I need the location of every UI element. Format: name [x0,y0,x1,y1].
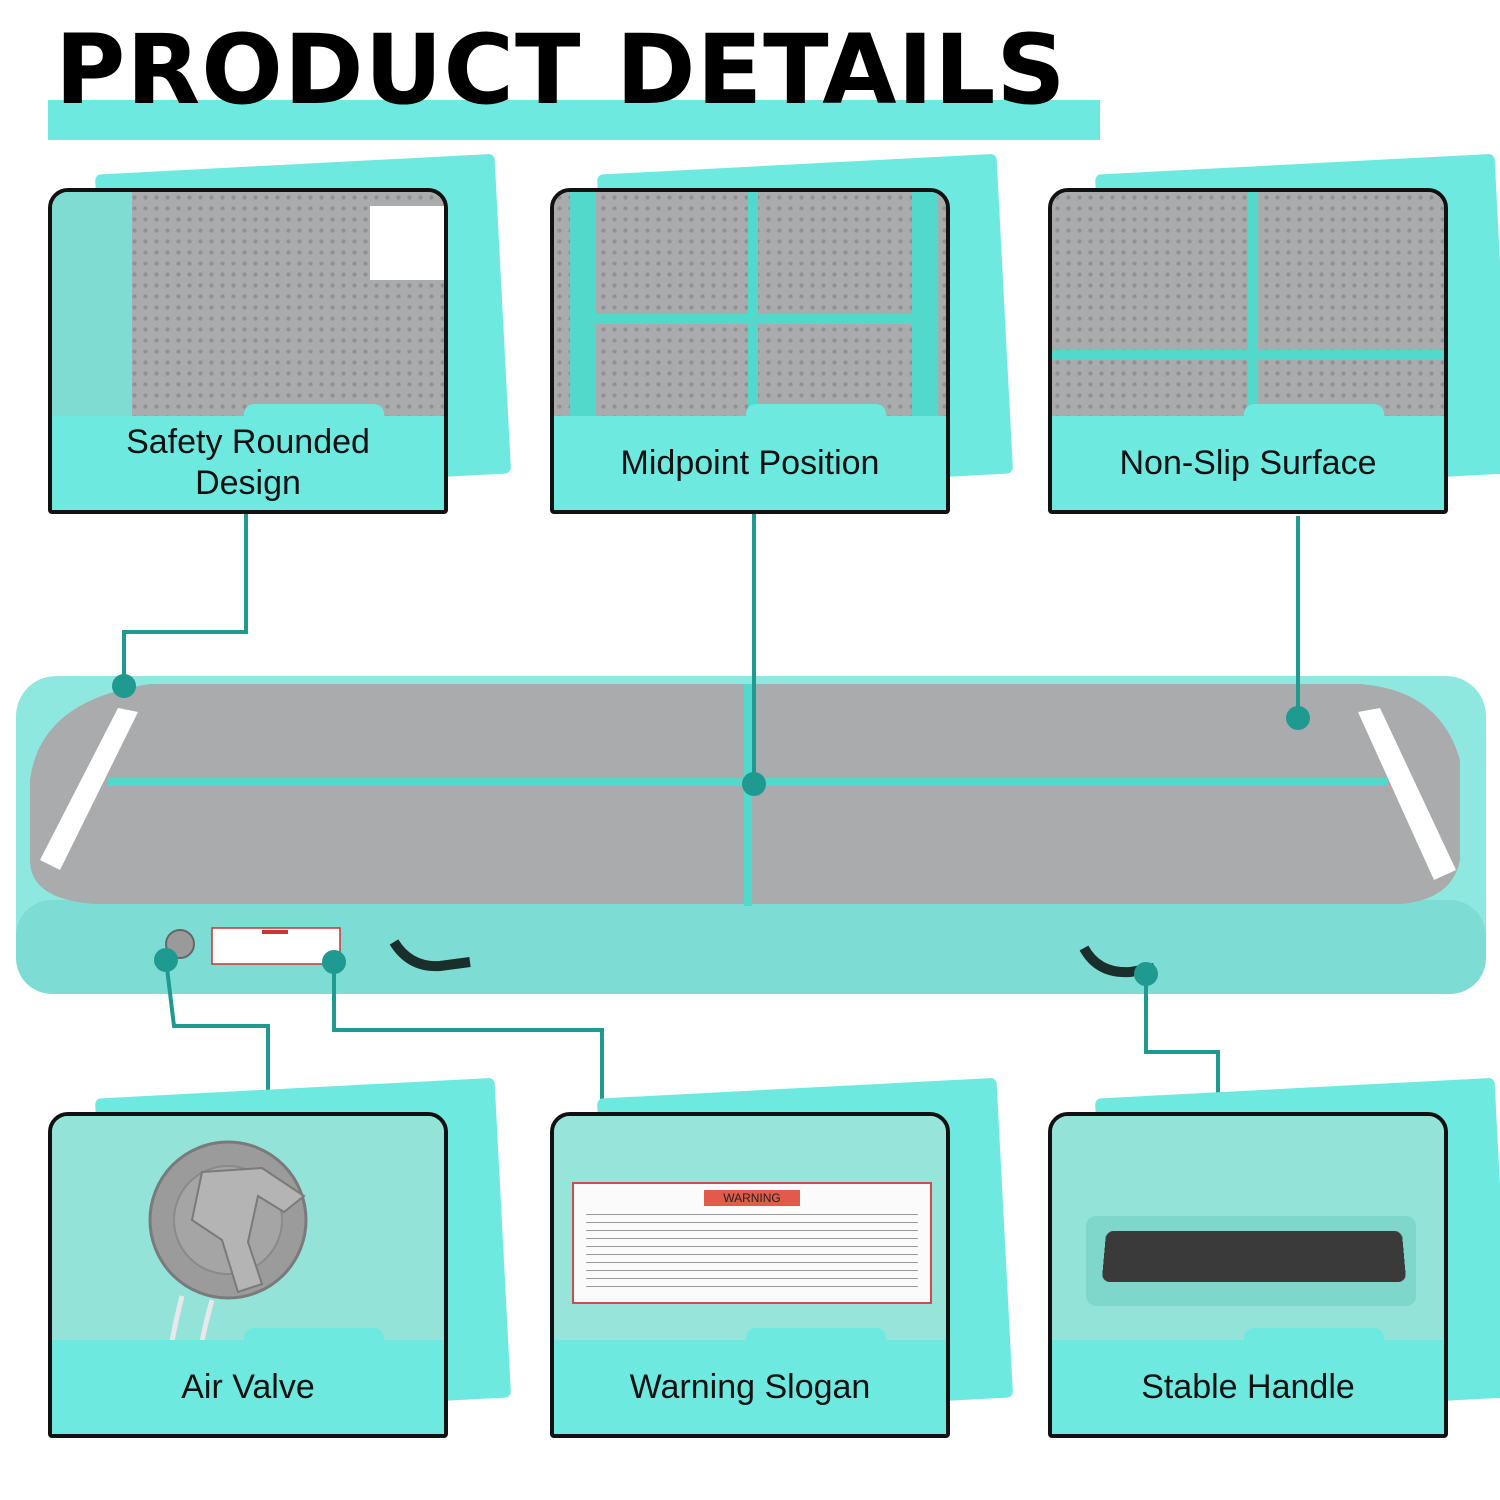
feature-label: Non-Slip Surface [1119,443,1377,482]
feature-card-valve: Air Valve [48,1077,512,1438]
warning-heading: WARNING [704,1190,800,1206]
connector-lines [122,514,1300,1114]
feature-label: Safety Rounded Design [126,423,370,502]
handle-left [389,939,471,972]
warning-sticker: WARNING [572,1182,932,1304]
connector-dots [112,674,1310,986]
handle-right [1079,945,1155,978]
feature-card-handle: Stable Handle [1048,1077,1500,1438]
end-pad-right [1358,708,1456,880]
air-valve-large-icon [148,1140,308,1356]
feature-label: Midpoint Position [620,443,880,482]
feature-label: Stable Handle [1141,1367,1355,1406]
feature-card-safety: Safety Rounded Design [48,153,512,514]
feature-card-nonslip: Non-Slip Surface [1048,153,1500,514]
feature-label: Air Valve [181,1367,315,1406]
handle-strap-icon [1101,1230,1407,1282]
feature-label: Warning Slogan [629,1367,871,1406]
end-pad-photo [370,206,444,280]
mat-midpoint-stripe [744,684,752,906]
end-pad-left [40,708,138,870]
page-title: PRODUCT DETAILS [55,14,1067,126]
feature-card-warning: WARNING Warning Slogan [550,1077,1014,1438]
title-underline [48,100,1100,140]
feature-card-midpoint: Midpoint Position [550,153,1014,514]
air-track-mat [16,676,1486,994]
